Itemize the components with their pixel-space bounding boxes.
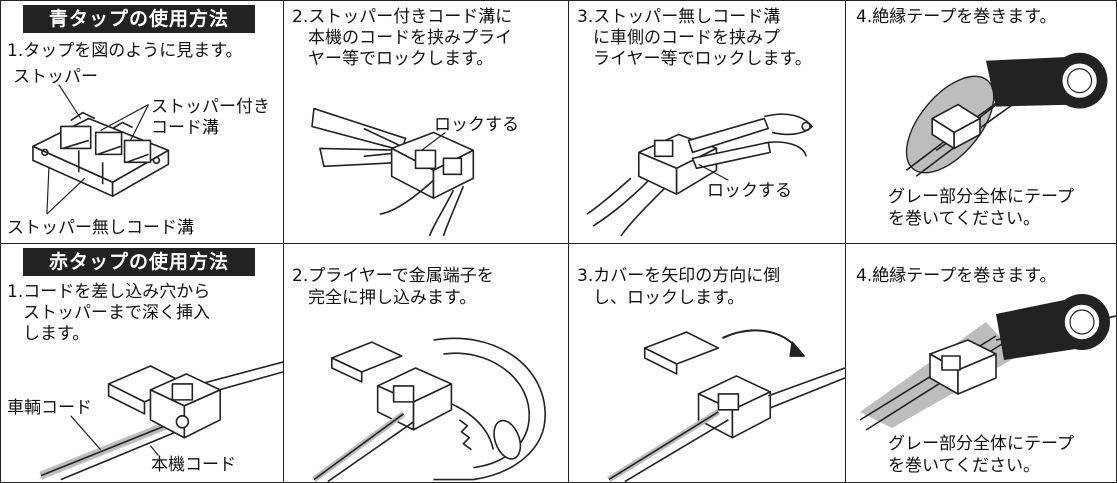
groove-with-stopper-label-2: コード溝: [151, 118, 219, 138]
red-step1-line1: 1.コードを差し込み穴から: [7, 282, 211, 302]
blue-step4-line1: 4.絶縁テープを巻きます。: [856, 7, 1057, 27]
vehicle-cord-label: 車輌コード: [7, 398, 92, 418]
lock-label-a: ロックする: [434, 115, 519, 135]
red-note-line1: グレー部分全体にテープ: [888, 434, 1074, 454]
blue-step1-panel: 青タップの使用方法 1.タップを図のように見ます。 ストッパー ストッパー付き …: [1, 1, 284, 244]
blue-step2-line1: 2.ストッパー付きコード溝に: [292, 7, 513, 27]
red-step1-line3: します。: [23, 324, 90, 344]
red-step1-line2: ストッパーまで深く挿入: [23, 303, 210, 323]
blue-step2-plier-illustration: [284, 1, 568, 243]
red-step1-insert-illustration: [1, 244, 283, 482]
blue-step3-panel: 3.ストッパー無しコード溝 に車側のコードを挟みプ ライヤー等でロックします。 …: [569, 1, 846, 244]
blue-tap-title: 青タップの使用方法: [23, 5, 255, 33]
blue-step2-line2: 本機のコードを挟みプライ: [308, 28, 512, 48]
stopper-label: ストッパー: [13, 67, 98, 87]
blue-step3-line2: に車側のコードを挟みプ: [593, 28, 780, 48]
blue-step2-panel: 2.ストッパー付きコード溝に 本機のコードを挟みプライ ヤー等でロックします。 …: [284, 1, 569, 244]
blue-step3-plier-illustration: [569, 1, 845, 243]
blue-step4-tape-illustration: [846, 52, 1108, 243]
red-step4-panel: 4.絶縁テープを巻きます。 グレー部分全体にテープ を巻いてください。: [846, 244, 1116, 482]
red-tap-title: 赤タップの使用方法: [23, 248, 255, 276]
red-step3-line1: 3.カバーを矢印の方向に倒: [577, 266, 781, 286]
red-step2-press-illustration: [284, 244, 568, 482]
blue-step4-panel: 4.絶縁テープを巻きます。 グレー部分全体にテープ を巻いてください。: [846, 1, 1116, 244]
red-step2-line2: 完全に押し込みます。: [308, 288, 477, 308]
red-step3-line2: し、ロックします。: [593, 288, 745, 308]
blue-note-line2: を巻いてください。: [888, 209, 1040, 229]
blue-step3-line3: ライヤー等でロックします。: [593, 49, 812, 69]
unit-cord-label: 本機コード: [151, 455, 236, 475]
red-step2-line1: 2.プライヤーで金属端子を: [292, 266, 494, 286]
groove-without-stopper-label: ストッパー無しコード溝: [7, 218, 194, 238]
red-step3-panel: 3.カバーを矢印の方向に倒 し、ロックします。: [569, 244, 846, 482]
red-step1-panel: 赤タップの使用方法 1.コードを差し込み穴から ストッパーまで深く挿入 します。…: [1, 244, 284, 482]
blue-tap-open-illustration: [1, 1, 283, 243]
red-step4-tape-illustration: [846, 294, 1116, 482]
groove-with-stopper-label-1: ストッパー付き: [151, 97, 270, 117]
blue-step3-line1: 3.ストッパー無しコード溝: [577, 7, 781, 27]
blue-step1-line1: 1.タップを図のように見ます。: [7, 41, 243, 61]
blue-step2-line3: ヤー等でロックします。: [308, 49, 494, 69]
red-step3-cover-illustration: [569, 244, 845, 482]
red-step4-line1: 4.絶縁テープを巻きます。: [856, 266, 1057, 286]
red-step2-panel: 2.プライヤーで金属端子を 完全に押し込みます。: [284, 244, 569, 482]
lock-label-b: ロックする: [707, 181, 792, 201]
blue-note-line1: グレー部分全体にテープ: [888, 187, 1074, 207]
red-note-line2: を巻いてください。: [888, 456, 1040, 476]
